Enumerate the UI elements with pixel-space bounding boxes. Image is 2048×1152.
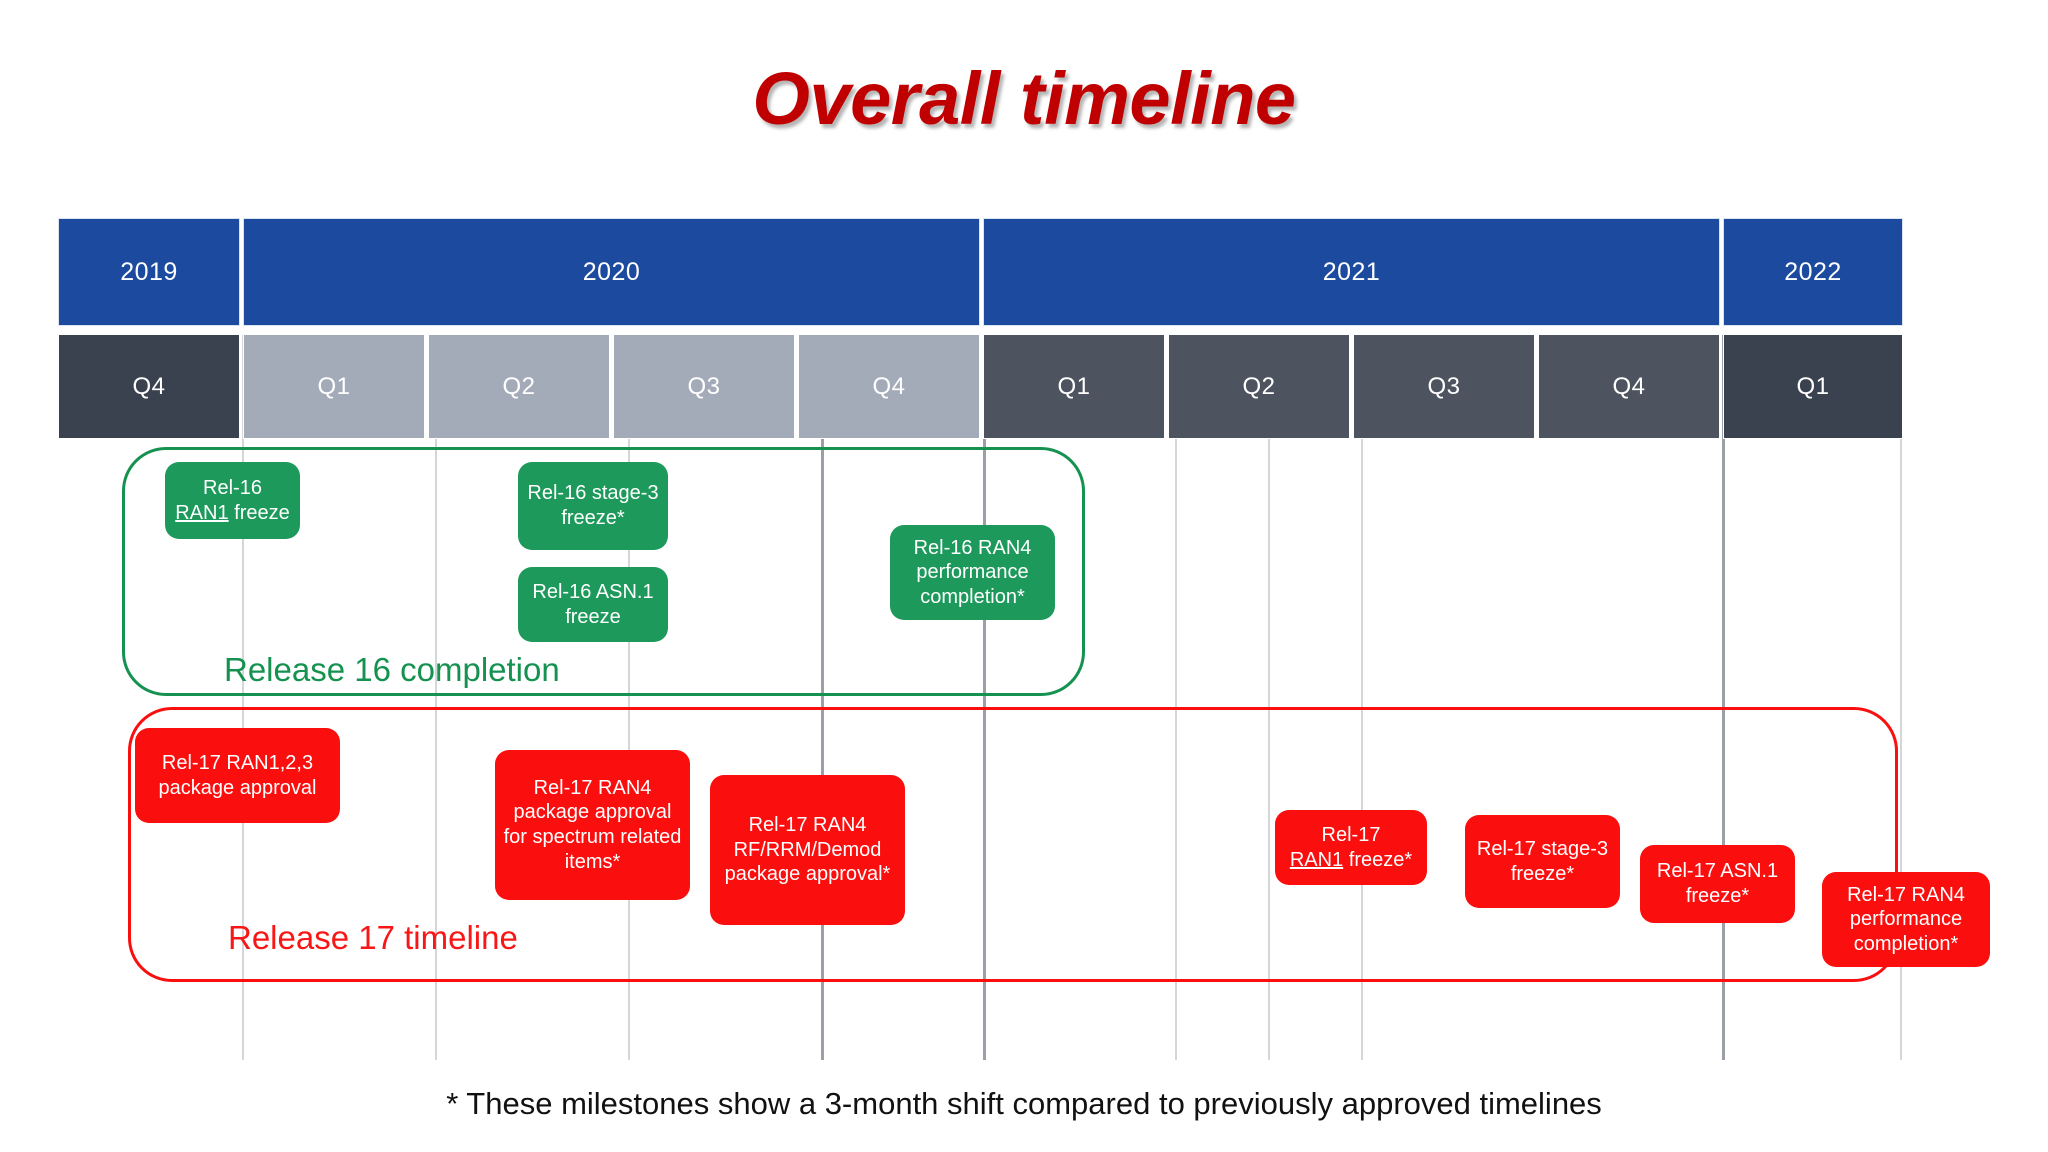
milestone-rel17-ran4-performance-completion[interactable]: Rel-17 RAN4 performance completion* — [1822, 872, 1990, 967]
quarter-cell-2021-q1: Q1 — [983, 334, 1165, 439]
release-16-group-label: Release 16 completion — [224, 651, 560, 688]
gridline — [1900, 335, 1902, 1060]
milestone-label: Rel-16 RAN1 freeze — [175, 476, 290, 524]
milestone-rel17-ran1-freeze[interactable]: Rel-17 RAN1 freeze* — [1275, 810, 1427, 885]
year-bar-2021: 2021 — [983, 218, 1720, 326]
year-bar-2020: 2020 — [243, 218, 980, 326]
year-bar-2022: 2022 — [1723, 218, 1903, 326]
milestone-rel16-stage3-freeze[interactable]: Rel-16 stage-3 freeze* — [518, 462, 668, 550]
gridline — [1268, 335, 1270, 1060]
release-17-group — [128, 707, 1898, 982]
footnote-text: * These milestones show a 3-month shift … — [446, 1086, 1602, 1121]
milestone-rel17-stage3-freeze[interactable]: Rel-17 stage-3 freeze* — [1465, 815, 1620, 908]
quarter-cell-2021-q3: Q3 — [1353, 334, 1535, 439]
gridline — [242, 335, 244, 1060]
gridline — [1361, 335, 1363, 1060]
milestone-label: Rel-17 RAN1 freeze* — [1289, 823, 1413, 871]
quarter-cell-2021-q2: Q2 — [1168, 334, 1350, 439]
milestone-rel17-ran123-package-approval[interactable]: Rel-17 RAN1,2,3 package approval — [135, 728, 340, 823]
gridline — [1722, 335, 1725, 1060]
quarter-cell-2020-q1: Q1 — [243, 334, 425, 439]
quarter-cell-2020-q4: Q4 — [798, 334, 980, 439]
quarter-cell-2021-q4: Q4 — [1538, 334, 1720, 439]
page-title: Overall timeline — [752, 57, 1296, 140]
milestone-rel17-ran4-package-approval-spectrum[interactable]: Rel-17 RAN4 package approval for spectru… — [495, 750, 690, 900]
gridline — [1175, 335, 1177, 1060]
year-bar-2019: 2019 — [58, 218, 240, 326]
release-17-group-label: Release 17 timeline — [228, 919, 518, 956]
milestone-rel16-asn1-freeze[interactable]: Rel-16 ASN.1 freeze — [518, 567, 668, 642]
gridline — [628, 335, 630, 1060]
release-16-group — [122, 447, 1085, 696]
gridline — [983, 335, 986, 1060]
quarter-cell-2022-q1: Q1 — [1723, 334, 1903, 439]
milestone-rel17-ran4-rf-rrm-demod-package-approval[interactable]: Rel-17 RAN4 RF/RRM/Demod package approva… — [710, 775, 905, 925]
quarter-cell-2019-q4: Q4 — [58, 334, 240, 439]
milestone-rel16-ran1-freeze[interactable]: Rel-16 RAN1 freeze — [165, 462, 300, 539]
quarter-cell-2020-q2: Q2 — [428, 334, 610, 439]
quarter-cell-2020-q3: Q3 — [613, 334, 795, 439]
gridline — [435, 335, 437, 1060]
milestone-rel16-ran4-performance-completion[interactable]: Rel-16 RAN4 performance completion* — [890, 525, 1055, 620]
gridline — [821, 335, 824, 1060]
milestone-rel17-asn1-freeze[interactable]: Rel-17 ASN.1 freeze* — [1640, 845, 1795, 923]
